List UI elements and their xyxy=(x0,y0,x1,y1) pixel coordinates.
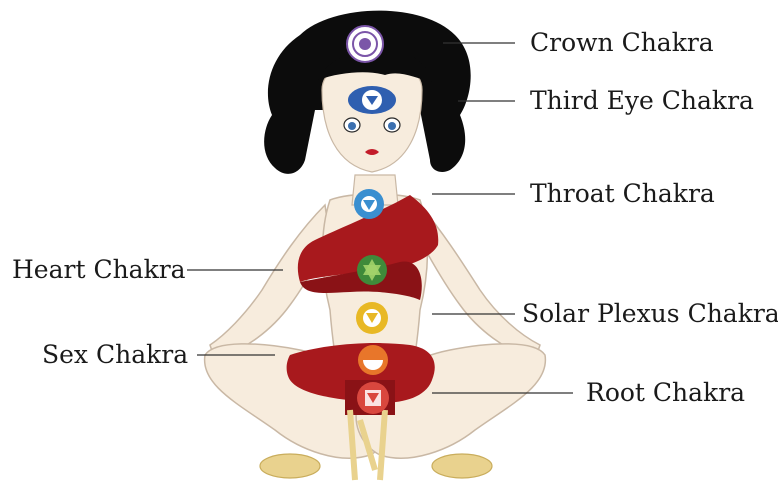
heart-chakra-label: Heart Chakra xyxy=(12,257,186,282)
sex-chakra-icon xyxy=(358,345,388,375)
third-eye-chakra-label: Third Eye Chakra xyxy=(530,88,754,113)
heart-chakra-icon xyxy=(357,255,387,285)
solar-plexus-chakra-icon xyxy=(356,302,388,334)
root-chakra-label: Root Chakra xyxy=(586,380,745,405)
solar-plexus-chakra-label: Solar Plexus Chakra xyxy=(522,301,778,326)
face xyxy=(322,60,422,172)
crown-chakra-label: Crown Chakra xyxy=(530,30,714,55)
crown-chakra-icon xyxy=(347,26,383,62)
throat-chakra-icon xyxy=(354,189,384,219)
throat-chakra-label: Throat Chakra xyxy=(530,181,715,206)
third-eye-chakra-icon xyxy=(348,86,396,114)
root-chakra-icon xyxy=(357,382,389,414)
sex-chakra-label: Sex Chakra xyxy=(42,342,188,367)
